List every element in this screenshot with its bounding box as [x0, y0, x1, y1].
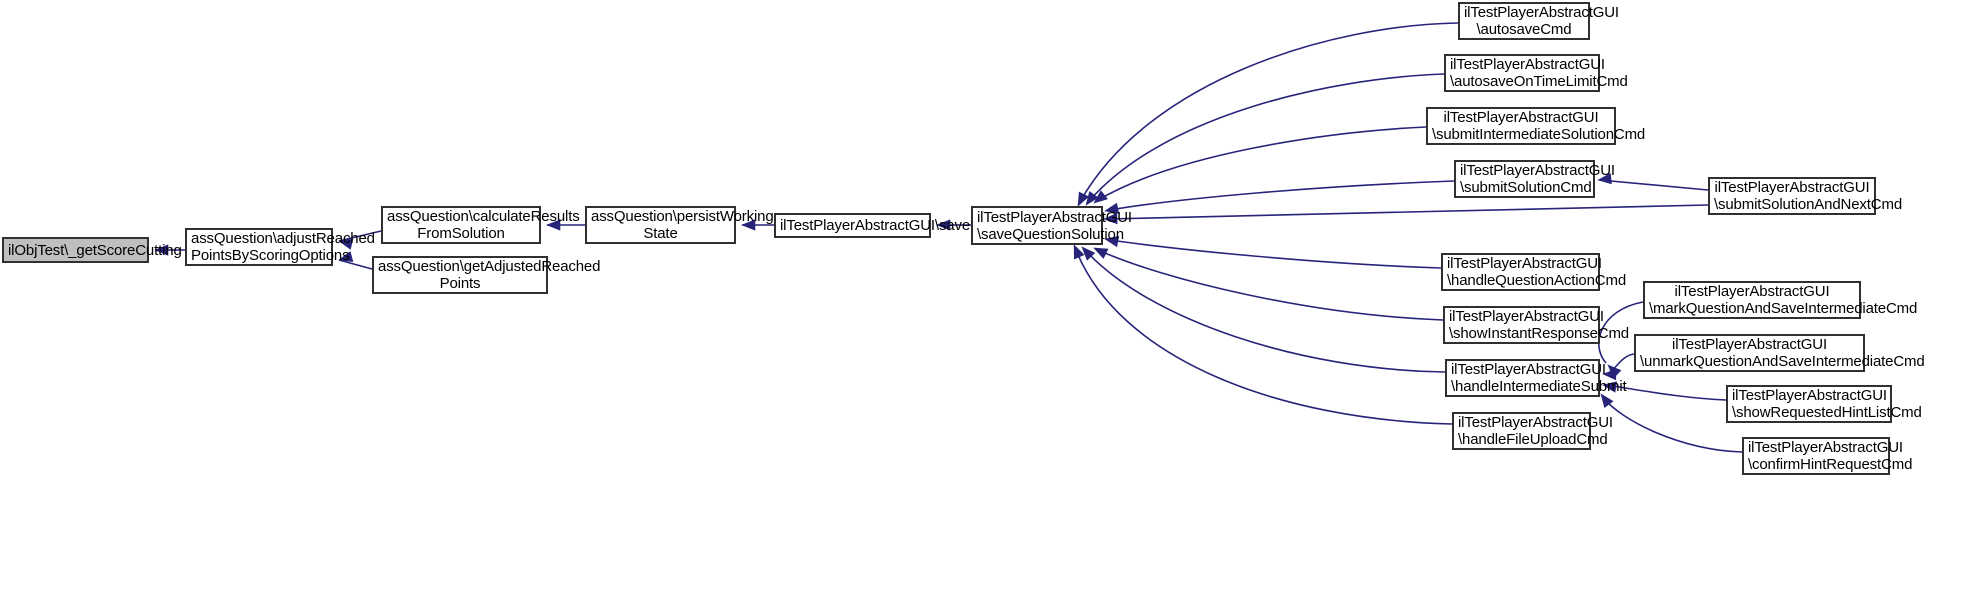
graph-node-confirmHintRequestCmd[interactable]: ilTestPlayerAbstractGUI \confirmHintRequ… — [1742, 437, 1913, 475]
graph-node-label: assQuestion\calculateResults FromSolutio… — [387, 208, 580, 242]
graph-node-label: ilTestPlayerAbstractGUI \handleIntermedi… — [1451, 361, 1627, 395]
graph-node-submitIntermediateSolutionCmd[interactable]: ilTestPlayerAbstractGUI \submitIntermedi… — [1426, 107, 1646, 145]
graph-node-label: ilTestPlayerAbstractGUI \handleFileUploa… — [1458, 414, 1613, 448]
graph-node-label: ilTestPlayerAbstractGUI \saveQuestionSol… — [977, 208, 1132, 243]
graph-node-label: assQuestion\adjustReached PointsByScorin… — [191, 230, 375, 264]
graph-node-autosaveOnTimeLimitCmd[interactable]: ilTestPlayerAbstractGUI \autosaveOnTimeL… — [1444, 54, 1628, 92]
graph-node-label: ilTestPlayerAbstractGUI \submitIntermedi… — [1432, 109, 1646, 143]
graph-node-label: ilTestPlayerAbstractGUI \unmarkQuestionA… — [1640, 336, 1925, 370]
graph-node-markQuestionAndSaveIntermediateCmd[interactable]: ilTestPlayerAbstractGUI \markQuestionAnd… — [1643, 281, 1918, 319]
graph-node-label: ilTestPlayerAbstractGUI \confirmHintRequ… — [1748, 439, 1913, 473]
graph-node-label: ilTestPlayerAbstractGUI \autosaveCmd — [1464, 4, 1619, 38]
graph-node-handleQuestionActionCmd[interactable]: ilTestPlayerAbstractGUI \handleQuestionA… — [1441, 253, 1627, 291]
graph-node-showRequestedHintListCmd[interactable]: ilTestPlayerAbstractGUI \showRequestedHi… — [1726, 385, 1922, 423]
graph-node-submitSolutionAndNextCmd[interactable]: ilTestPlayerAbstractGUI \submitSolutionA… — [1708, 177, 1903, 215]
graph-node-label: assQuestion\getAdjustedReached Points — [378, 258, 601, 292]
graph-node-handleFileUploadCmd[interactable]: ilTestPlayerAbstractGUI \handleFileUploa… — [1452, 412, 1613, 450]
graph-node-label: ilObjTest\_getScoreCutting — [8, 241, 182, 259]
graph-node-saveQuestionSolution[interactable]: ilTestPlayerAbstractGUI \saveQuestionSol… — [971, 206, 1132, 245]
graph-node-label: ilTestPlayerAbstractGUI \submitSolutionC… — [1460, 162, 1615, 196]
graph-node-label: assQuestion\persistWorking State — [591, 208, 774, 242]
graph-node-adjustReachedPoints[interactable]: assQuestion\adjustReached PointsByScorin… — [185, 228, 375, 266]
graph-node-label: ilTestPlayerAbstractGUI \submitSolutionA… — [1714, 179, 1903, 213]
graph-node-label: ilTestPlayerAbstractGUI \showRequestedHi… — [1732, 387, 1922, 421]
graph-node-persistWorkingState[interactable]: assQuestion\persistWorking State — [585, 206, 774, 244]
graph-node-calculateResults[interactable]: assQuestion\calculateResults FromSolutio… — [381, 206, 580, 244]
graph-node-label: ilTestPlayerAbstractGUI\save — [780, 217, 971, 234]
graph-node-getAdjustedReachedPoints[interactable]: assQuestion\getAdjustedReached Points — [372, 256, 601, 294]
graph-node-label: ilTestPlayerAbstractGUI \autosaveOnTimeL… — [1450, 56, 1628, 90]
graph-node-label: ilTestPlayerAbstractGUI \markQuestionAnd… — [1649, 283, 1918, 317]
graph-node-label: ilTestPlayerAbstractGUI \showInstantResp… — [1449, 308, 1629, 342]
graph-node-showInstantResponseCmd[interactable]: ilTestPlayerAbstractGUI \showInstantResp… — [1443, 306, 1629, 344]
graph-node-unmarkQuestionAndSaveIntermediateCmd[interactable]: ilTestPlayerAbstractGUI \unmarkQuestionA… — [1634, 334, 1925, 372]
graph-node-submitSolutionCmd[interactable]: ilTestPlayerAbstractGUI \submitSolutionC… — [1454, 160, 1615, 198]
graph-node-label: ilTestPlayerAbstractGUI \handleQuestionA… — [1447, 255, 1627, 289]
graph-node-save[interactable]: ilTestPlayerAbstractGUI\save — [774, 213, 971, 238]
graph-node-autosaveCmd[interactable]: ilTestPlayerAbstractGUI \autosaveCmd — [1458, 2, 1619, 40]
graph-node-getScoreCutting[interactable]: ilObjTest\_getScoreCutting — [2, 237, 182, 263]
graph-node-handleIntermediateSubmit[interactable]: ilTestPlayerAbstractGUI \handleIntermedi… — [1445, 359, 1627, 397]
